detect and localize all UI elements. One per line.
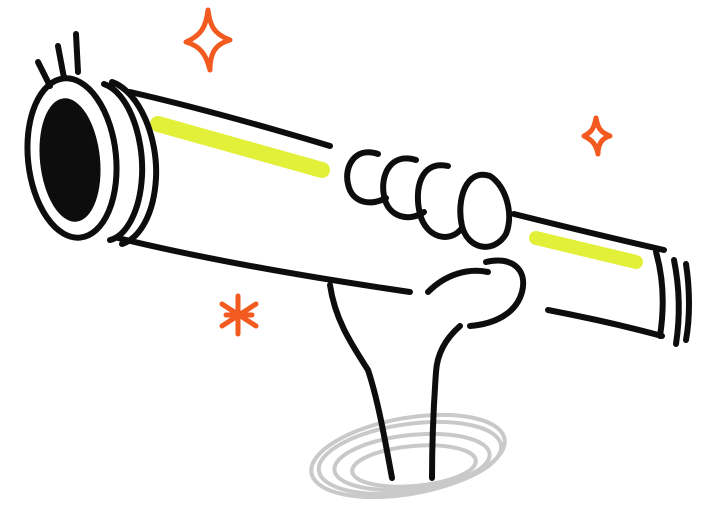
asterisk-icon <box>219 293 259 337</box>
highlight-streak-back <box>529 231 643 269</box>
highlight-streak-front <box>150 116 330 178</box>
telescope-lens <box>39 98 101 222</box>
arm <box>327 282 463 481</box>
telescope <box>24 31 692 347</box>
sparkles <box>183 7 613 337</box>
sparkle-small-icon <box>581 115 613 157</box>
portal-ripple <box>309 412 507 500</box>
sparkle-large-icon <box>183 7 233 73</box>
